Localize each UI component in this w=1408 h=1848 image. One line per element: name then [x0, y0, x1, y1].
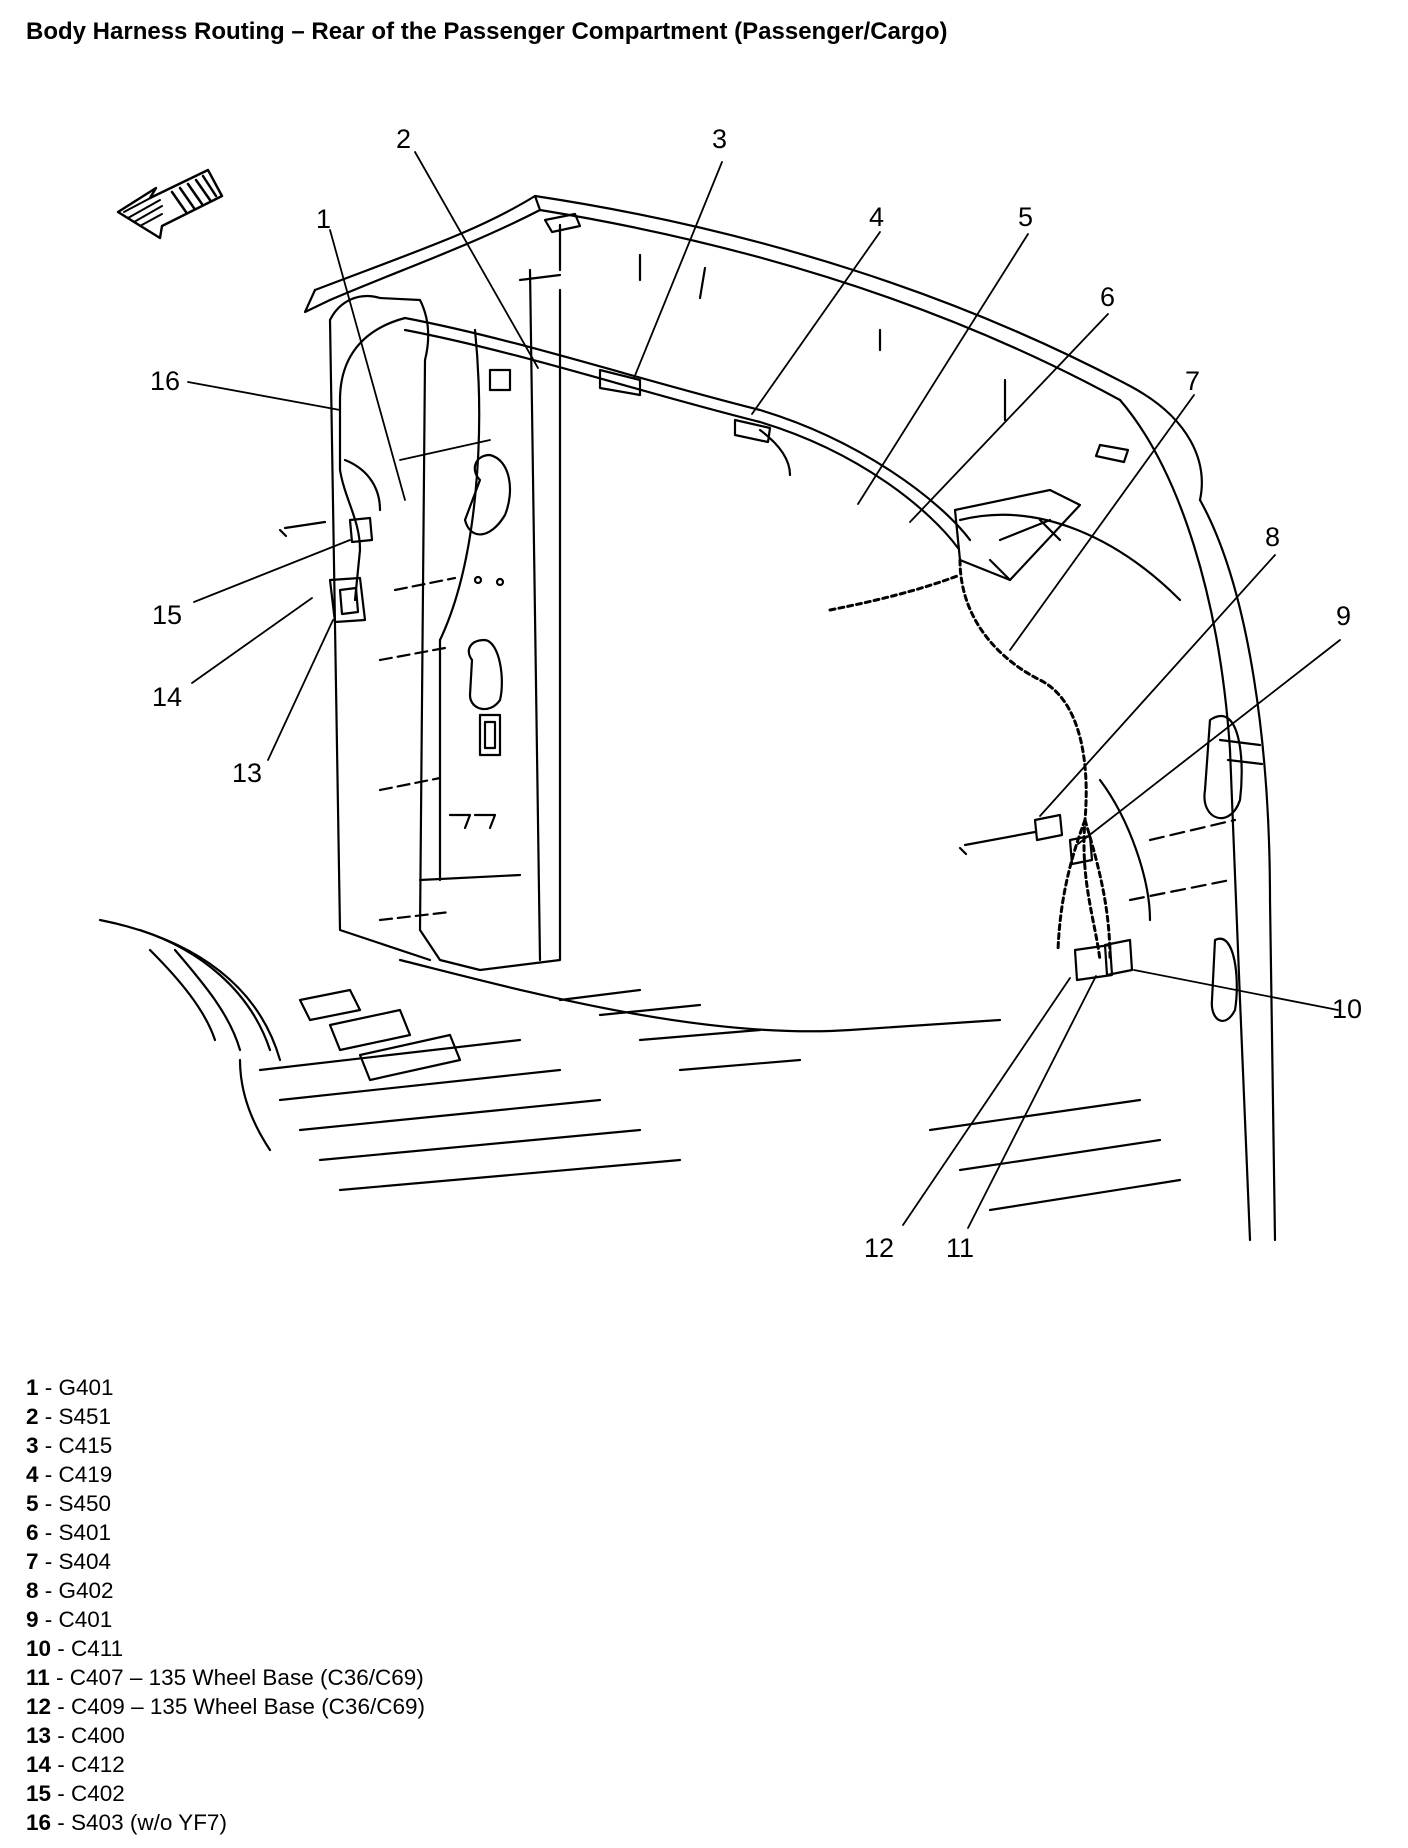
callout-1: 1 — [316, 204, 331, 234]
right-connectors — [958, 813, 1134, 982]
callout-15: 15 — [152, 600, 182, 630]
callout-8: 8 — [1265, 522, 1280, 552]
callout-labels: 1 2 3 4 5 6 7 8 9 10 11 12 13 14 15 16 — [150, 124, 1362, 1263]
leader-lines — [187, 151, 1341, 1229]
legend-item: 3 - C415 — [26, 1433, 113, 1458]
legend-item: 10 - C411 — [26, 1636, 124, 1661]
roof-structure — [303, 194, 1203, 602]
legend-item: 1 - G401 — [26, 1375, 114, 1400]
callout-7: 7 — [1185, 366, 1200, 396]
legend-item: 2 - S451 — [26, 1404, 112, 1429]
legend-item: 4 - C419 — [26, 1462, 113, 1487]
floor-area — [98, 918, 1182, 1212]
callout-4: 4 — [869, 202, 884, 232]
right-harness — [828, 558, 1112, 962]
legend-item: 13 - C400 — [26, 1723, 125, 1748]
callout-11: 11 — [946, 1233, 974, 1263]
callout-6: 6 — [1100, 282, 1115, 312]
component-legend: 1 - G401 2 - S451 3 - C415 4 - C419 5 - … — [26, 1373, 425, 1837]
legend-item: 15 - C402 — [26, 1781, 125, 1806]
legend-item: 11 - C407 – 135 Wheel Base (C36/C69) — [26, 1665, 424, 1690]
legend-item: 8 - G402 — [26, 1578, 114, 1603]
right-pillar — [1098, 398, 1277, 1242]
legend-item: 7 - S404 — [26, 1549, 112, 1574]
left-pillar — [328, 268, 562, 972]
callout-5: 5 — [1018, 202, 1033, 232]
legend-item: 9 - C401 — [26, 1607, 113, 1632]
legend-item: 14 - C412 — [26, 1752, 125, 1777]
callout-10: 10 — [1332, 994, 1362, 1024]
left-harness — [278, 316, 491, 624]
legend-item: 12 - C409 – 135 Wheel Base (C36/C69) — [26, 1694, 425, 1719]
legend-item: 16 - S403 (w/o YF7) — [26, 1810, 227, 1835]
callout-2: 2 — [396, 124, 411, 154]
front-direction-arrow-icon — [116, 168, 224, 240]
legend-item: 6 - S401 — [26, 1520, 112, 1545]
callout-13: 13 — [232, 758, 262, 788]
callout-14: 14 — [152, 682, 182, 712]
callout-3: 3 — [712, 124, 727, 154]
legend-item: 5 - S450 — [26, 1491, 112, 1516]
callout-9: 9 — [1336, 601, 1351, 631]
roof-harness — [403, 316, 972, 550]
page-title: Body Harness Routing – Rear of the Passe… — [26, 18, 948, 45]
callout-12: 12 — [864, 1233, 894, 1263]
callout-16: 16 — [150, 366, 180, 396]
